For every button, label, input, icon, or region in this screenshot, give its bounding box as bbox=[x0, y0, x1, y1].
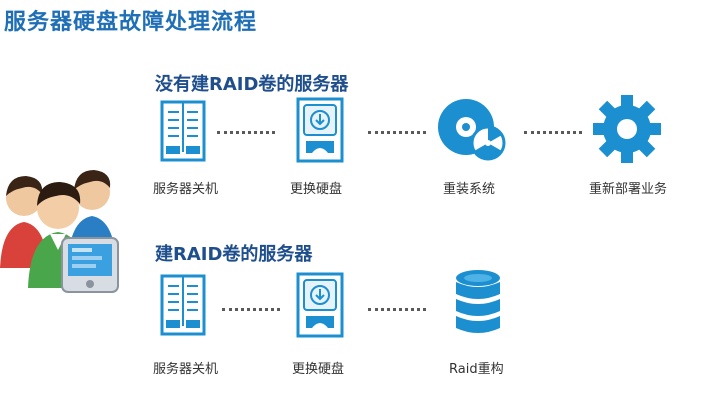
step-label-redeploy-services: 重新部署业务 bbox=[589, 182, 668, 197]
step-label-raid-rebuild: Raid重构 bbox=[449, 362, 504, 377]
connector-dots bbox=[368, 308, 426, 311]
hard-disk-icon bbox=[296, 97, 344, 163]
server-rack-icon bbox=[160, 100, 206, 162]
step-label-reinstall-system: 重装系统 bbox=[443, 182, 496, 197]
section-heading-no-raid: 没有建RAID卷的服务器 bbox=[155, 74, 349, 95]
connector-dots bbox=[222, 308, 280, 311]
connector-dots bbox=[368, 131, 426, 134]
disc-install-icon bbox=[436, 97, 508, 163]
section-heading-raid: 建RAID卷的服务器 bbox=[155, 244, 313, 265]
database-icon bbox=[454, 268, 502, 338]
users-with-tablet-icon bbox=[0, 158, 150, 308]
hard-disk-icon bbox=[296, 272, 344, 338]
connector-dots bbox=[217, 131, 275, 134]
step-label-server-shutdown: 服务器关机 bbox=[153, 362, 219, 377]
server-rack-icon bbox=[160, 274, 206, 336]
step-label-replace-disk: 更换硬盘 bbox=[292, 362, 345, 377]
step-label-server-shutdown: 服务器关机 bbox=[153, 182, 219, 197]
step-label-replace-disk: 更换硬盘 bbox=[290, 182, 343, 197]
page-title: 服务器硬盘故障处理流程 bbox=[4, 10, 258, 35]
gear-icon bbox=[592, 94, 662, 164]
connector-dots bbox=[524, 131, 582, 134]
